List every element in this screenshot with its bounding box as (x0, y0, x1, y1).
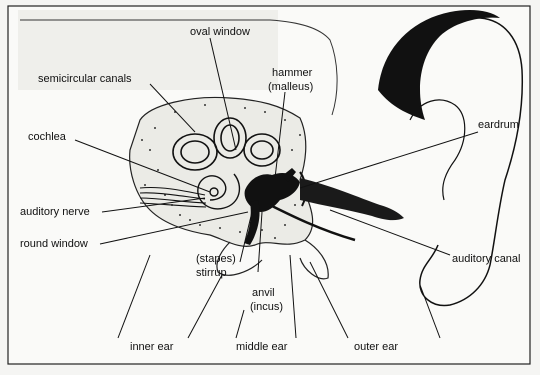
label-stirrup: stirrup (196, 267, 227, 279)
label-round-window: round window (20, 238, 88, 250)
label-anvil: anvil (252, 287, 275, 299)
label-incus: (incus) (250, 301, 283, 313)
label-eardrum: eardrum (478, 119, 519, 131)
label-outer-ear: outer ear (354, 341, 398, 353)
label-malleus: (malleus) (268, 81, 313, 93)
label-oval-window: oval window (190, 26, 250, 38)
label-middle-ear: middle ear (236, 341, 288, 353)
label-hammer: hammer (272, 67, 313, 79)
label-inner-ear: inner ear (130, 341, 174, 353)
label-auditory-canal: auditory canal (452, 253, 521, 265)
label-stapes: (stapes) (196, 253, 236, 265)
label-cochlea: cochlea (28, 131, 67, 143)
label-semicircular-canals: semicircular canals (38, 73, 132, 85)
label-auditory-nerve: auditory nerve (20, 206, 90, 218)
